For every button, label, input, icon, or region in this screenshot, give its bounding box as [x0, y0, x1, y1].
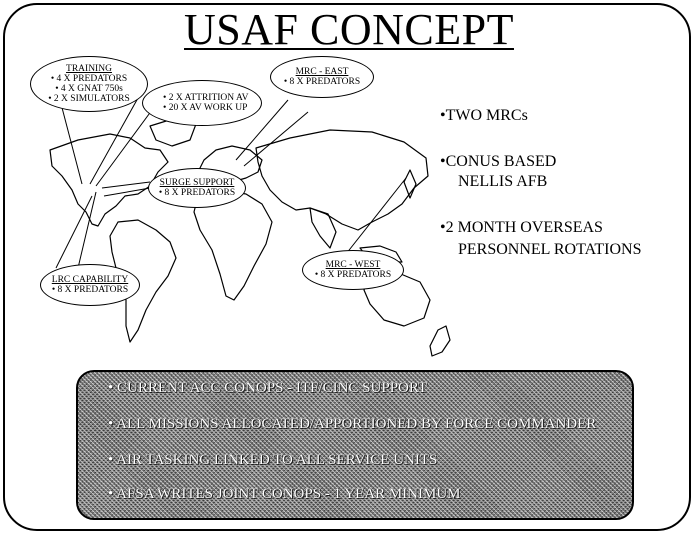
mrc-west-callout-line: [345, 177, 407, 255]
continent-outlines: [49, 117, 451, 357]
panel-line: • ALL MISSIONS ALLOCATED/APPORTIONED BY …: [108, 416, 597, 432]
mrc-east-bubble: MRC - EAST • 8 X PREDATORS: [270, 56, 374, 98]
surge-support-heading: SURGE SUPPORT: [159, 178, 235, 188]
surge-support-item: • 8 X PREDATORS: [158, 188, 236, 198]
bullet-two-mrcs: •TWO MRCs: [440, 107, 528, 124]
lrc-capability-heading: LRC CAPABILITY: [51, 275, 129, 285]
asia-outline: [255, 129, 429, 231]
mrc-east-heading: MRC - EAST: [295, 67, 349, 77]
surge-callout-line: [101, 181, 151, 189]
slide-title: USAF CONCEPT: [184, 5, 514, 54]
bullet-conus-based: •CONUS BASED: [440, 153, 557, 170]
bullet-personnel-rotations: PERSONNEL ROTATIONS: [458, 241, 642, 258]
training-bubble: TRAINING • 4 X PREDATORS • 4 X GNAT 750s…: [30, 56, 148, 112]
north-america-outline: [49, 133, 169, 227]
callout-lines: [55, 97, 407, 269]
training-heading: TRAINING: [66, 64, 112, 74]
notes-panel: • CURRENT ACC CONOPS - ITF/CINC SUPPORT …: [76, 370, 634, 520]
panel-line: • AFSA WRITES JOINT CONOPS - 1 YEAR MINI…: [108, 486, 461, 502]
training-callout-line-2: [89, 97, 139, 185]
south-america-outline: [109, 219, 177, 343]
lrc-callout-line-2: [55, 195, 93, 269]
lrc-callout-line: [77, 191, 97, 269]
attrition-item: • 2 X ATTRITION AV: [163, 93, 249, 103]
attrition-item: • 20 X AV WORK UP: [163, 103, 248, 113]
attrition-bubble: • 2 X ATTRITION AV • 20 X AV WORK UP: [142, 80, 262, 126]
surge-callout-line-2: [103, 187, 151, 197]
panel-line: • CURRENT ACC CONOPS - ITF/CINC SUPPORT: [108, 380, 428, 396]
lrc-capability-item: • 8 X PREDATORS: [51, 285, 129, 295]
mrc-west-heading: MRC - WEST: [325, 260, 381, 270]
bullet-overseas-rotations: •2 MONTH OVERSEAS: [440, 219, 603, 236]
mrc-west-bubble: MRC - WEST • 8 X PREDATORS: [302, 250, 404, 290]
training-item: • 2 X SIMULATORS: [48, 94, 130, 104]
mrc-west-item: • 8 X PREDATORS: [314, 270, 392, 280]
bullet-nellis-afb: NELLIS AFB: [458, 173, 548, 190]
africa-outline: [193, 189, 273, 301]
australia-outline: [363, 271, 431, 327]
mrc-east-callout-line-2: [243, 111, 309, 167]
panel-line: • AIR TASKING LINKED TO ALL SERVICE UNIT…: [108, 452, 438, 468]
india-outline: [309, 207, 337, 249]
mrc-east-item: • 8 X PREDATORS: [283, 77, 361, 87]
surge-support-bubble: SURGE SUPPORT • 8 X PREDATORS: [148, 168, 246, 208]
mrc-east-callout-line: [235, 99, 289, 161]
new-zealand-outline: [429, 325, 451, 357]
attrition-callout-line: [95, 109, 153, 187]
training-item: • 4 X GNAT 750s: [55, 84, 123, 94]
training-item: • 4 X PREDATORS: [50, 74, 128, 84]
slide-frame: [3, 3, 691, 531]
training-callout-line: [59, 99, 83, 185]
japan-outline: [403, 169, 417, 199]
lrc-capability-bubble: LRC CAPABILITY • 8 X PREDATORS: [40, 264, 140, 306]
